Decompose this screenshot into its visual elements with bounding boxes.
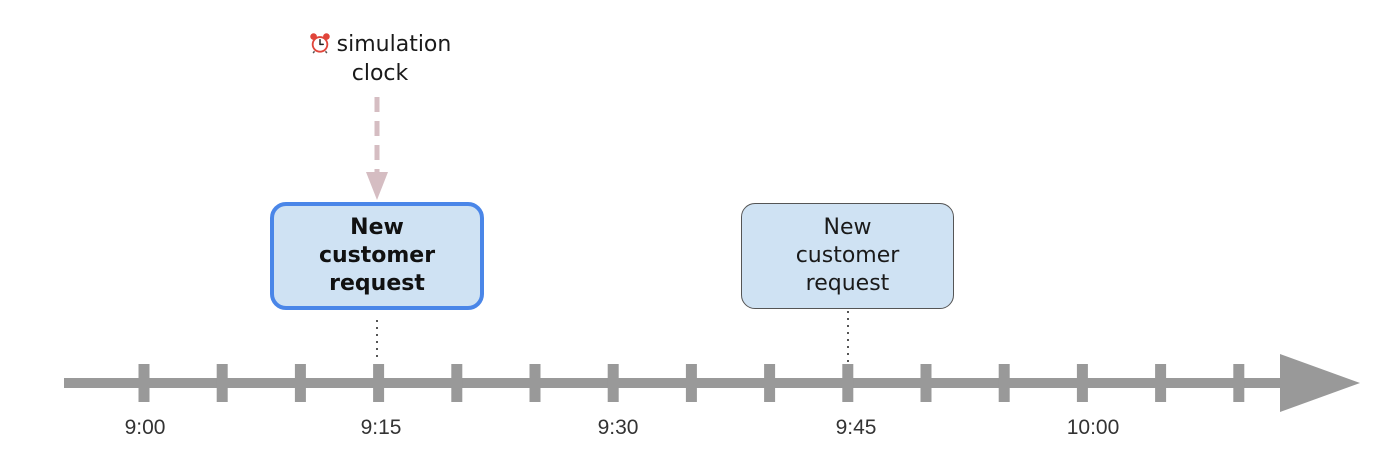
event-active-line3: request [329, 271, 425, 296]
tick-label-0945: 9:45 [835, 416, 877, 439]
timeline-ticks [138, 364, 1245, 402]
event-box-active: New customer request [270, 202, 484, 310]
alarm-clock-icon [309, 33, 330, 54]
timeline-tick [451, 364, 463, 402]
timeline-tick [138, 364, 150, 402]
timeline-tick [529, 364, 541, 402]
clock-pointer-arrowhead [366, 172, 388, 200]
tick-label-0930: 9:30 [597, 416, 639, 439]
tick-label-0915: 9:15 [360, 416, 402, 439]
event-pending-line3: request [805, 271, 890, 296]
timeline-tick [1076, 364, 1088, 402]
tick-label-1000: 10:00 [1066, 416, 1120, 439]
timeline-tick [373, 364, 385, 402]
event-pending-line1: New [823, 215, 872, 240]
timeline-tick [842, 364, 854, 402]
timeline-tick [998, 364, 1010, 402]
timeline-tick [1233, 364, 1245, 402]
timeline-tick [294, 364, 306, 402]
timeline-tick [920, 364, 932, 402]
clock-label-line2: clock [351, 61, 409, 86]
timeline-tick [216, 364, 228, 402]
timeline-tick [607, 364, 619, 402]
simulation-clock-label: simulation clock [290, 30, 470, 88]
timeline-tick [1155, 364, 1167, 402]
event-pending-line2: customer [795, 243, 900, 268]
clock-label-line1: simulation [336, 32, 452, 57]
event-box-pending: New customer request [741, 203, 954, 309]
tick-label-0900: 9:00 [124, 416, 166, 439]
timeline-axis-arrowhead [1280, 354, 1360, 412]
event-active-line1: New [350, 215, 404, 240]
timeline-tick [764, 364, 776, 402]
timeline-tick [685, 364, 697, 402]
event-active-line2: customer [318, 243, 436, 268]
